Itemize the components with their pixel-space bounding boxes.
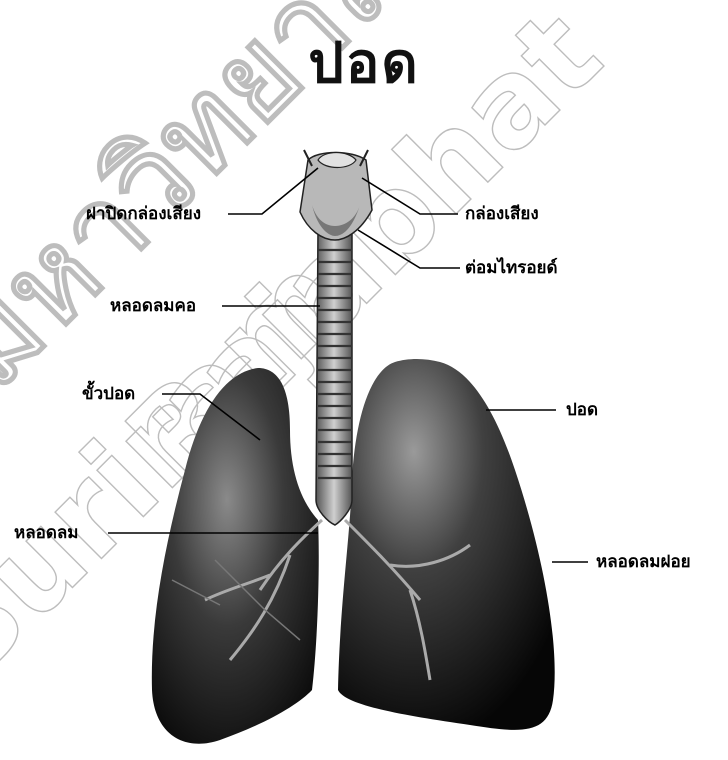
epiglottis: [318, 153, 356, 168]
label-trachea: หลอดลมคอ: [110, 296, 196, 316]
line-thyroid: [358, 230, 460, 268]
label-hilum: ขั้วปอด: [82, 384, 135, 404]
label-bronchioles: หลอดลมฝอย: [596, 552, 691, 572]
label-bronchus: หลอดลม: [14, 523, 79, 543]
label-thyroid: ต่อมไทรอยด์: [465, 258, 558, 278]
label-epiglottis: ฝาปิดกล่องเสียง: [86, 204, 201, 224]
label-lung: ปอด: [566, 400, 598, 420]
label-larynx: กล่องเสียง: [465, 204, 539, 224]
line-larynx: [362, 178, 458, 214]
left-lung: [152, 368, 319, 744]
